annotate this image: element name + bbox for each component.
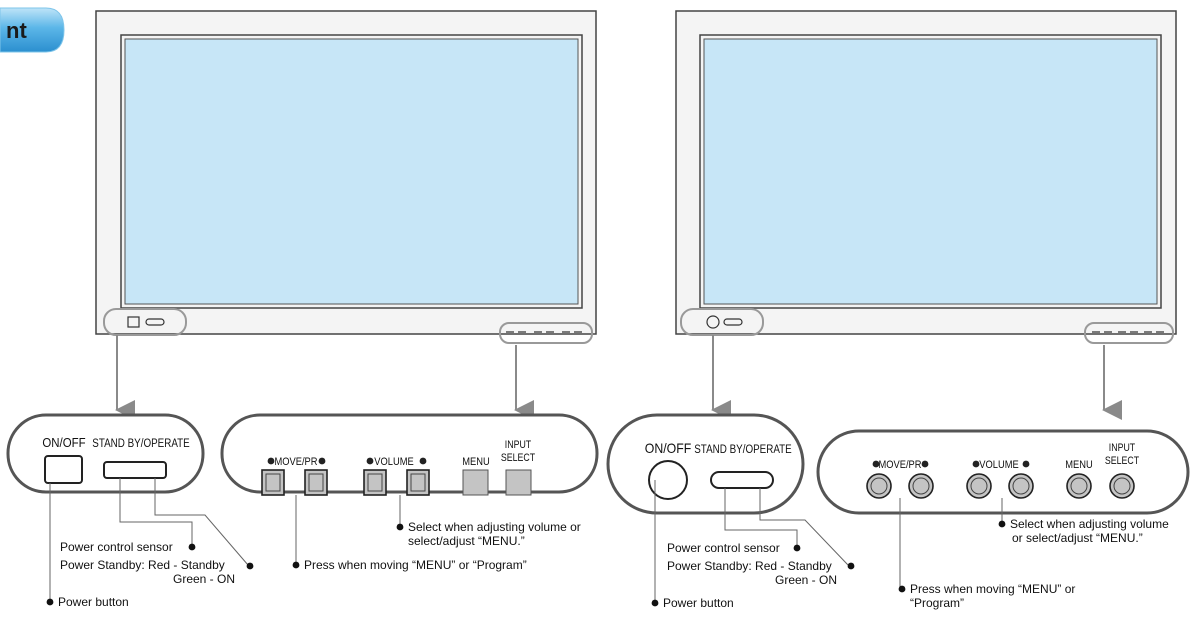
move-annotation-line1: Press when moving “MENU” or	[910, 582, 1075, 596]
down-arrow-icon	[872, 460, 880, 468]
on-off-label: ON/OFF	[645, 440, 691, 456]
volume-annotation-line1: Select when adjusting volume or	[408, 520, 581, 534]
tv-screen-frame	[120, 34, 583, 309]
volume-down-button[interactable]	[966, 473, 992, 499]
power-button[interactable]	[44, 455, 83, 484]
volume-down-button[interactable]	[363, 469, 387, 496]
tv-left	[95, 10, 597, 344]
move-annotation-line2: “Program”	[910, 596, 964, 610]
input-label-line1: INPUT	[505, 439, 531, 451]
tv-right	[675, 10, 1177, 344]
up-arrow-icon	[318, 457, 326, 465]
tv-power-area-highlight	[103, 308, 187, 336]
on-off-label: ON/OFF	[42, 435, 85, 450]
move-down-button[interactable]	[866, 473, 892, 499]
move-down-button[interactable]	[261, 469, 285, 496]
standby-operate-label: STAND BY/OPERATE	[92, 437, 189, 450]
callouts-left	[49, 478, 401, 600]
section-tab-label: nt	[6, 18, 27, 43]
sensor-annotation: Power control sensor	[667, 541, 780, 555]
tv-sensor-mini	[723, 318, 743, 326]
tv-power-area-highlight	[680, 308, 764, 336]
volume-annotation-line2: select/adjust “MENU.”	[408, 534, 525, 548]
callout-dots-left	[46, 523, 404, 606]
section-tab: nt	[0, 7, 65, 53]
up-arrow-icon	[921, 460, 929, 468]
menu-label: MENU	[1065, 459, 1092, 471]
tv-power-button-mini	[127, 316, 140, 328]
menu-button[interactable]	[462, 469, 489, 496]
menu-button[interactable]	[1066, 473, 1092, 499]
power-panel: ON/OFF STAND BY/OPERATE	[606, 413, 805, 515]
volume-label: VOLUME	[374, 456, 414, 468]
move-annotation-line1: Press when moving “MENU” or “Program”	[304, 558, 527, 572]
power-control-sensor	[103, 461, 167, 479]
tv-controls-area-highlight	[499, 322, 593, 344]
sensor-annotation: Power control sensor	[60, 540, 173, 554]
input-label-line2: SELECT	[501, 452, 535, 464]
tv-screen	[124, 38, 579, 305]
move-pr-label: MOVE/PR	[878, 459, 921, 471]
plus-icon	[1022, 460, 1030, 468]
standby-operate-label: STAND BY/OPERATE	[694, 443, 791, 456]
tv-screen-frame	[699, 34, 1162, 309]
tv-screen	[703, 38, 1158, 305]
down-arrow-icon	[267, 457, 275, 465]
volume-up-button[interactable]	[1008, 473, 1034, 499]
minus-icon	[972, 460, 980, 468]
input-label-line2: SELECT	[1105, 455, 1139, 467]
move-pr-label: MOVE/PR	[274, 456, 317, 468]
model-round-buttons: ON/OFF STAND BY/OPERATE MOVE/PR VOLUME M…	[606, 10, 1190, 610]
minus-icon	[366, 457, 374, 465]
tv-sensor-mini	[145, 318, 165, 326]
standby-annotation-line2: Green - ON	[173, 572, 235, 586]
power-panel: ON/OFF STAND BY/OPERATE	[6, 413, 205, 494]
volume-annotation-line2: or select/adjust “MENU.”	[1012, 531, 1143, 545]
control-panel: MOVE/PR VOLUME MENU INPUT SELECT	[816, 429, 1190, 515]
power-button-annotation: Power button	[58, 595, 129, 609]
volume-annotation-line1: Select when adjusting volume	[1010, 517, 1169, 531]
power-control-sensor	[710, 471, 774, 489]
tv-power-button-mini	[706, 315, 720, 329]
power-button-annotation: Power button	[663, 596, 734, 610]
callouts-right	[654, 480, 1003, 600]
input-label-line1: INPUT	[1109, 442, 1135, 454]
move-up-button[interactable]	[908, 473, 934, 499]
model-square-buttons: ON/OFF STAND BY/OPERATE MOVE/PR VOLUME M…	[6, 10, 599, 609]
volume-label: VOLUME	[979, 459, 1019, 471]
callout-dots-right	[651, 520, 1006, 607]
plus-icon	[419, 457, 427, 465]
standby-annotation-line2: Green - ON	[775, 573, 837, 587]
input-select-button[interactable]	[1109, 473, 1135, 499]
tv-controls-area-highlight	[1084, 322, 1174, 344]
standby-annotation-line1: Power Standby: Red - Standby	[60, 558, 225, 572]
control-panel: MOVE/PR VOLUME MENU INPUT SELECT	[220, 413, 599, 496]
standby-annotation-line1: Power Standby: Red - Standby	[667, 559, 832, 573]
input-select-button[interactable]	[505, 469, 532, 496]
power-button[interactable]	[648, 460, 688, 500]
menu-label: MENU	[462, 456, 489, 468]
volume-up-button[interactable]	[406, 469, 430, 496]
move-up-button[interactable]	[304, 469, 328, 496]
